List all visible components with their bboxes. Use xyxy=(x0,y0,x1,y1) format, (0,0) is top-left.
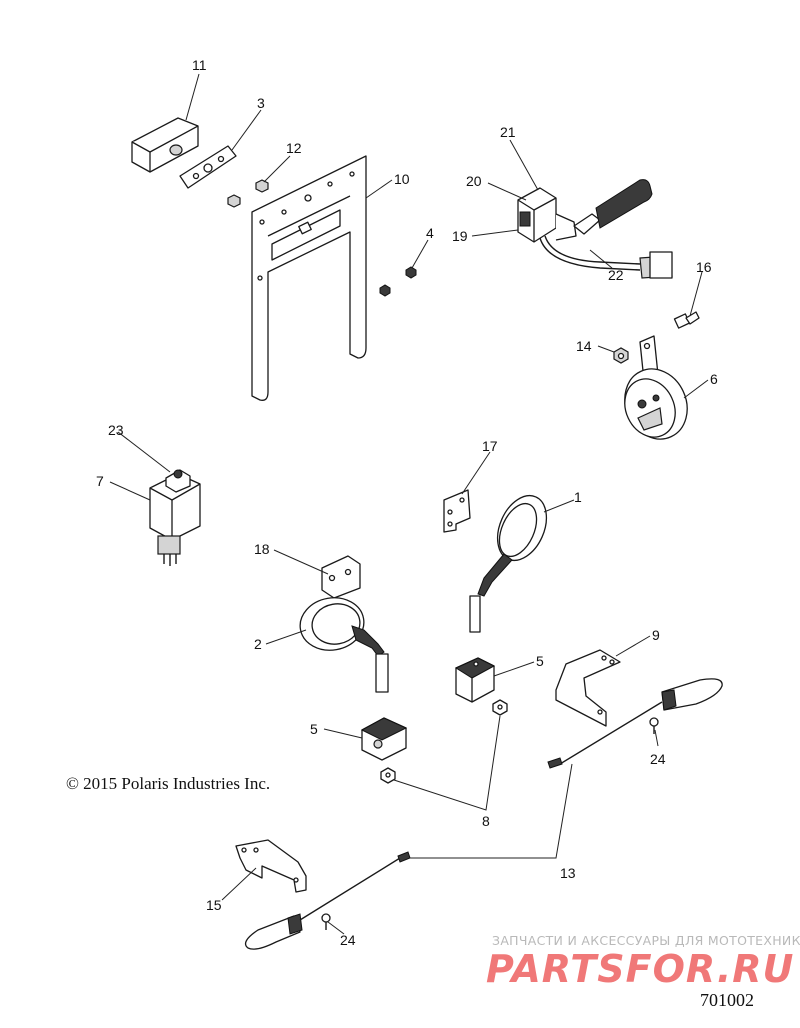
part-3-gasket xyxy=(179,145,237,189)
part-9-bracket xyxy=(555,649,621,727)
part-2-mirror-left xyxy=(299,597,389,693)
part-18-bracket xyxy=(321,555,361,599)
callout-13: 13 xyxy=(560,865,576,881)
part-14-nut xyxy=(613,347,629,364)
callout-15: 15 xyxy=(206,897,222,913)
watermark-tagline: ЗАПЧАСТИ И АКСЕССУАРЫ ДЛЯ МОТОТЕХНИКИ xyxy=(492,933,800,948)
callout-16: 16 xyxy=(696,259,712,275)
leader-lines xyxy=(109,73,709,935)
part-7-relay xyxy=(149,469,201,566)
part-13-turn-signal-left xyxy=(244,851,411,950)
callout-17: 17 xyxy=(482,438,498,454)
callout-1: 1 xyxy=(574,489,582,505)
callout-10: 10 xyxy=(394,171,410,187)
part-10-bracket xyxy=(251,155,367,401)
callout-23: 23 xyxy=(108,422,124,438)
callout-24a: 24 xyxy=(650,751,666,767)
callout-12: 12 xyxy=(286,140,302,156)
callout-22: 22 xyxy=(608,267,624,283)
part-21-switch-assembly xyxy=(517,179,673,279)
part-5-switch-upper xyxy=(454,657,496,703)
copyright-notice: © 2015 Polaris Industries Inc. xyxy=(66,774,270,793)
callout-11: 11 xyxy=(192,57,207,73)
watermark-brand: PARTSFOR.RU xyxy=(486,947,794,991)
callout-9: 9 xyxy=(652,627,660,643)
part-15-bracket xyxy=(235,839,307,893)
callout-5a: 5 xyxy=(536,653,544,669)
callout-2: 2 xyxy=(254,636,262,652)
callout-20: 20 xyxy=(466,173,482,189)
part-5-switch-lower xyxy=(360,717,408,761)
part-16-bolt xyxy=(673,311,700,329)
callout-4: 4 xyxy=(426,225,434,241)
callout-3: 3 xyxy=(257,95,265,111)
part-8-nuts xyxy=(380,699,508,784)
part-17-bracket xyxy=(443,489,471,533)
callout-labels: 11 3 12 10 21 20 19 4 22 16 14 6 23 7 17… xyxy=(96,57,718,948)
callout-18: 18 xyxy=(254,541,270,557)
part-11-light-housing xyxy=(131,117,199,173)
part-4-nuts xyxy=(379,266,417,297)
callout-21: 21 xyxy=(500,124,516,140)
watermark: ЗАПЧАСТИ И АКСЕССУАРЫ ДЛЯ МОТОТЕХНИКИ PA… xyxy=(486,933,800,991)
callout-5b: 5 xyxy=(310,721,318,737)
figure-number: 701002 xyxy=(700,990,754,1010)
callout-8: 8 xyxy=(482,813,490,829)
callout-14: 14 xyxy=(576,338,592,354)
part-24-screws xyxy=(321,717,659,930)
callout-6: 6 xyxy=(710,371,718,387)
callout-19: 19 xyxy=(452,228,468,244)
callout-7: 7 xyxy=(96,473,104,489)
part-1-mirror-right xyxy=(469,495,548,633)
part-13-turn-signal-right xyxy=(547,678,723,769)
part-12-nuts xyxy=(227,179,269,208)
callout-24b: 24 xyxy=(340,932,356,948)
part-6-horn xyxy=(624,335,688,440)
